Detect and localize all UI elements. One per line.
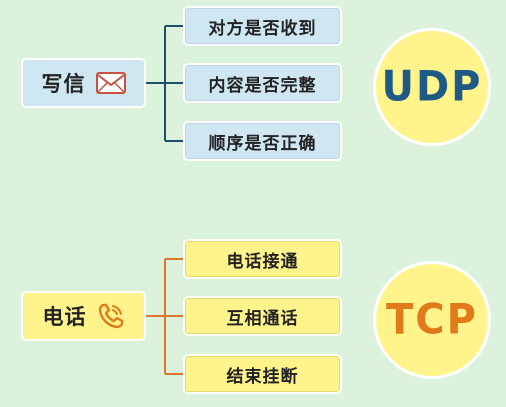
top-item-label: 内容是否完整 xyxy=(208,75,317,96)
letter-root-node: 写信 xyxy=(21,58,146,108)
phone-icon xyxy=(97,302,125,330)
tcp-circle: TCP xyxy=(373,261,491,379)
top-item-received: 对方是否收到 xyxy=(183,6,342,46)
udp-circle: UDP xyxy=(373,28,491,146)
bottom-item-label: 互相通话 xyxy=(226,308,299,329)
bottom-item-label: 结束挂断 xyxy=(226,366,299,387)
top-item-label: 对方是否收到 xyxy=(208,18,317,39)
udp-label: UDP xyxy=(381,62,483,112)
phone-root-node: 电话 xyxy=(21,291,146,341)
bottom-item-connect: 电话接通 xyxy=(183,239,342,279)
phone-root-label: 电话 xyxy=(42,305,87,329)
tcp-label: TCP xyxy=(386,295,478,345)
letter-root-label: 写信 xyxy=(41,72,86,96)
bottom-item-hangup: 结束挂断 xyxy=(183,354,342,394)
top-connectors xyxy=(146,25,183,142)
top-item-order: 顺序是否正确 xyxy=(183,121,342,161)
bottom-item-talk: 互相通话 xyxy=(183,296,342,336)
top-item-label: 顺序是否正确 xyxy=(208,133,317,154)
top-item-complete: 内容是否完整 xyxy=(183,63,342,103)
bottom-item-label: 电话接通 xyxy=(226,251,299,272)
bottom-connectors xyxy=(146,258,183,375)
envelope-icon xyxy=(95,72,126,94)
